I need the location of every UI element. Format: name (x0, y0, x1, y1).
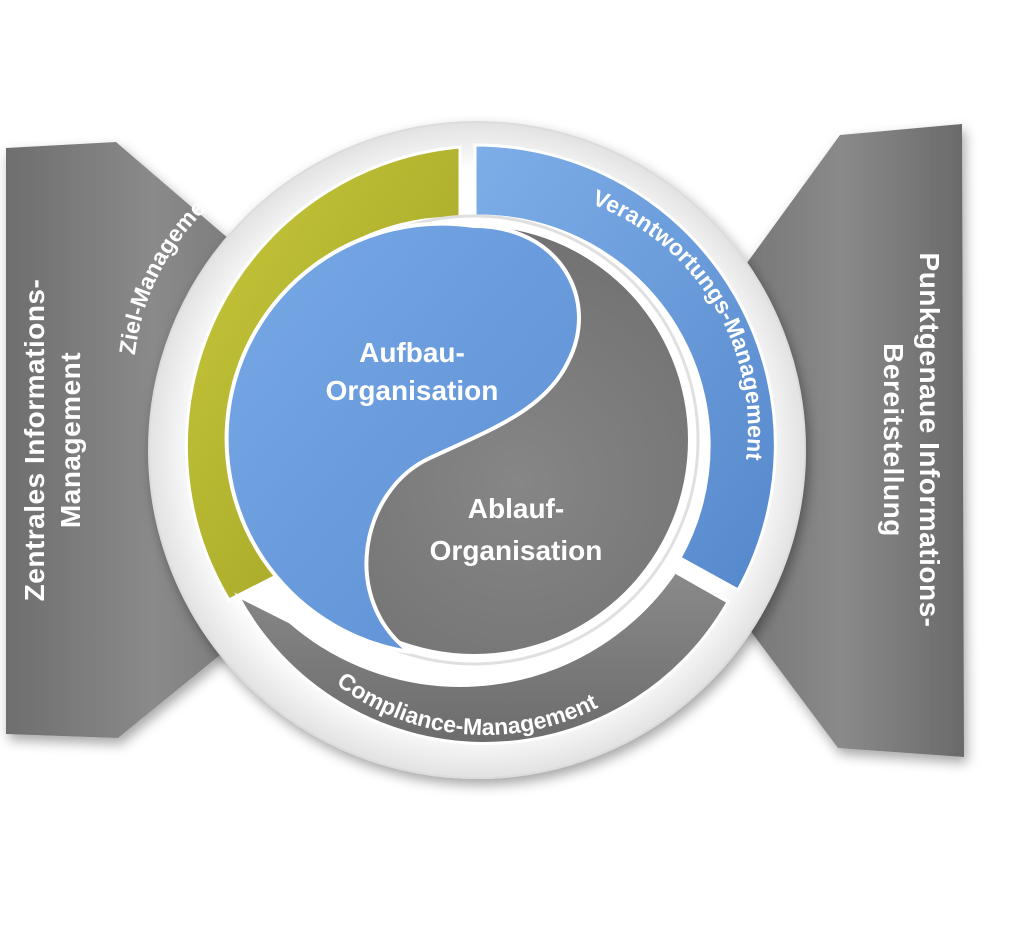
ablauf-label-line2: Organisation (430, 535, 603, 566)
compliance-management-segment[interactable] (234, 570, 731, 745)
verantwortungs-management-segment[interactable] (473, 143, 777, 593)
right-panel: Punktgenaue Informations- Bereitstellung (720, 124, 964, 757)
right-panel-line2: Bereitstellung (878, 343, 909, 537)
left-panel-line1: Zentrales Informations- (19, 279, 50, 602)
ablauf-label-line1: Ablauf- (468, 493, 564, 524)
right-panel-line1: Punktgenaue Informations- (914, 253, 945, 628)
left-panel-line2: Management (55, 352, 86, 528)
aufbau-label-line2: Organisation (326, 375, 499, 406)
aufbau-organisation-area[interactable] (224, 221, 581, 654)
aufbau-label-line1: Aufbau- (359, 337, 465, 368)
